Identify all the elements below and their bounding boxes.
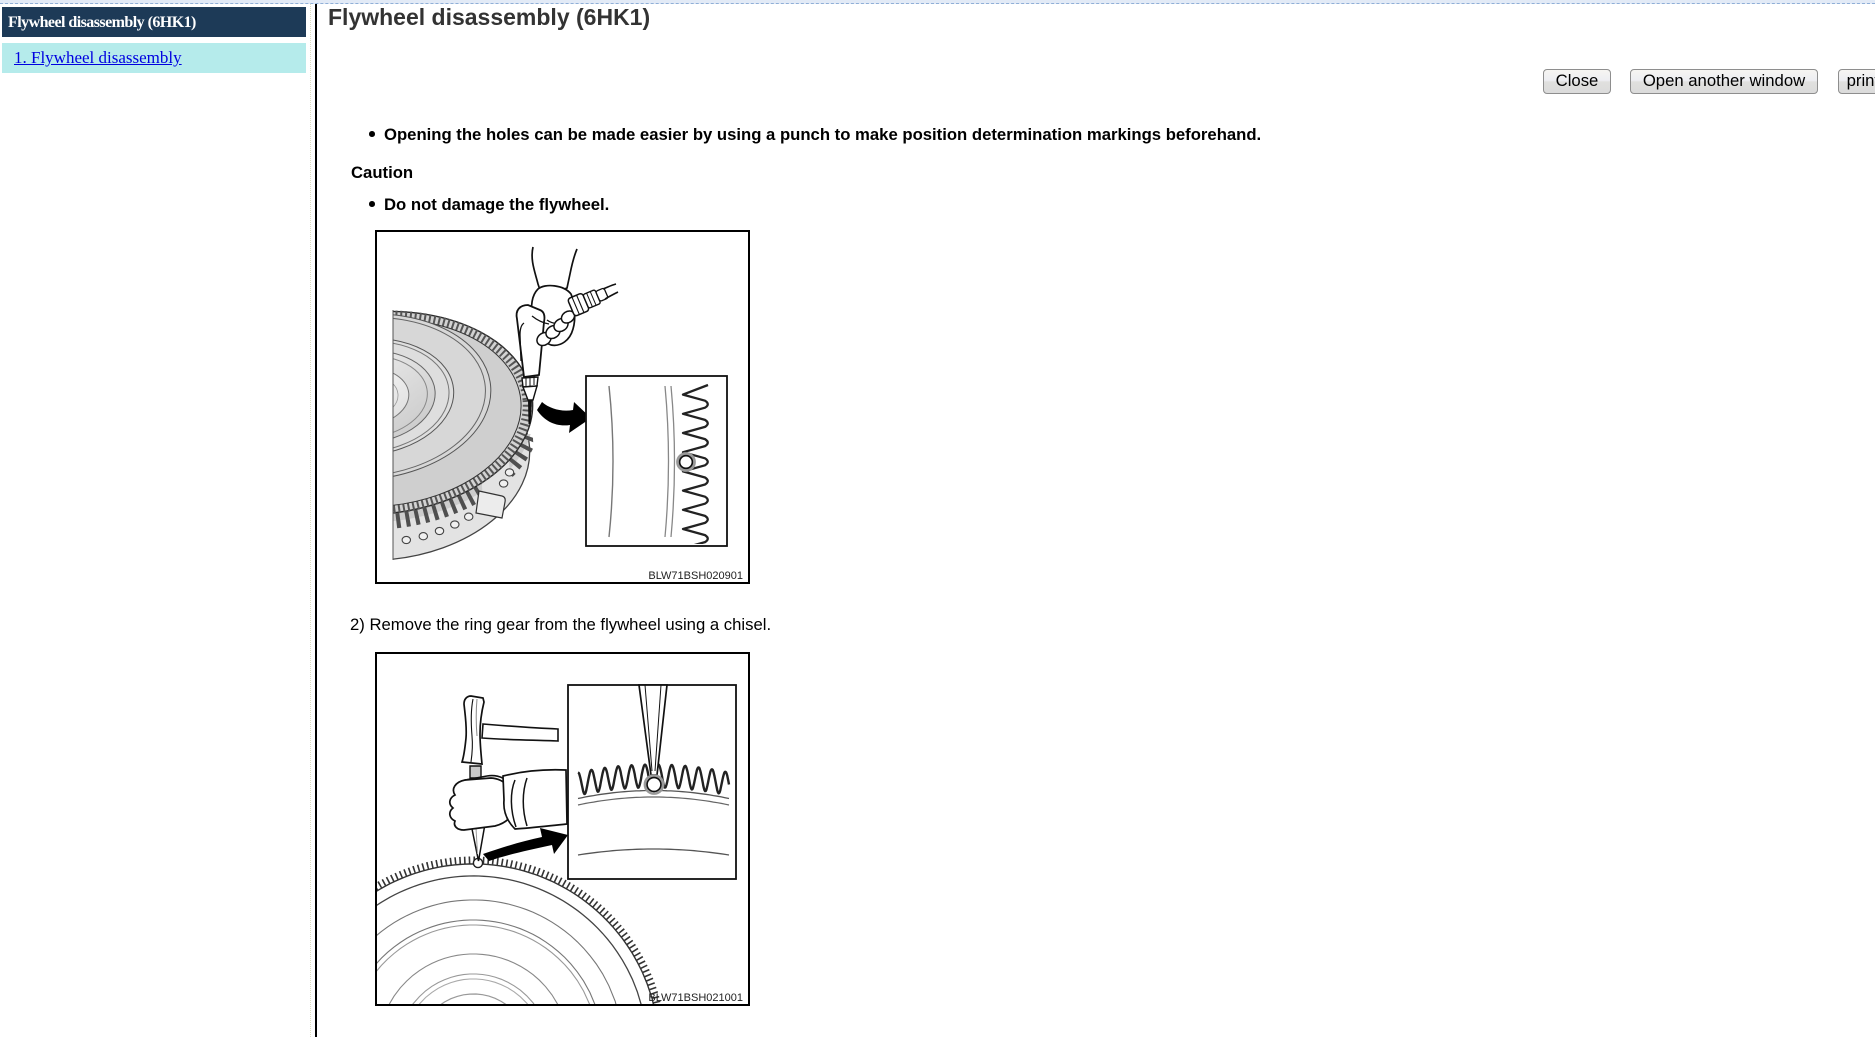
- svg-text:BLW71BSH020901: BLW71BSH020901: [648, 570, 743, 582]
- svg-text:BLW71BSH021001: BLW71BSH021001: [648, 992, 743, 1004]
